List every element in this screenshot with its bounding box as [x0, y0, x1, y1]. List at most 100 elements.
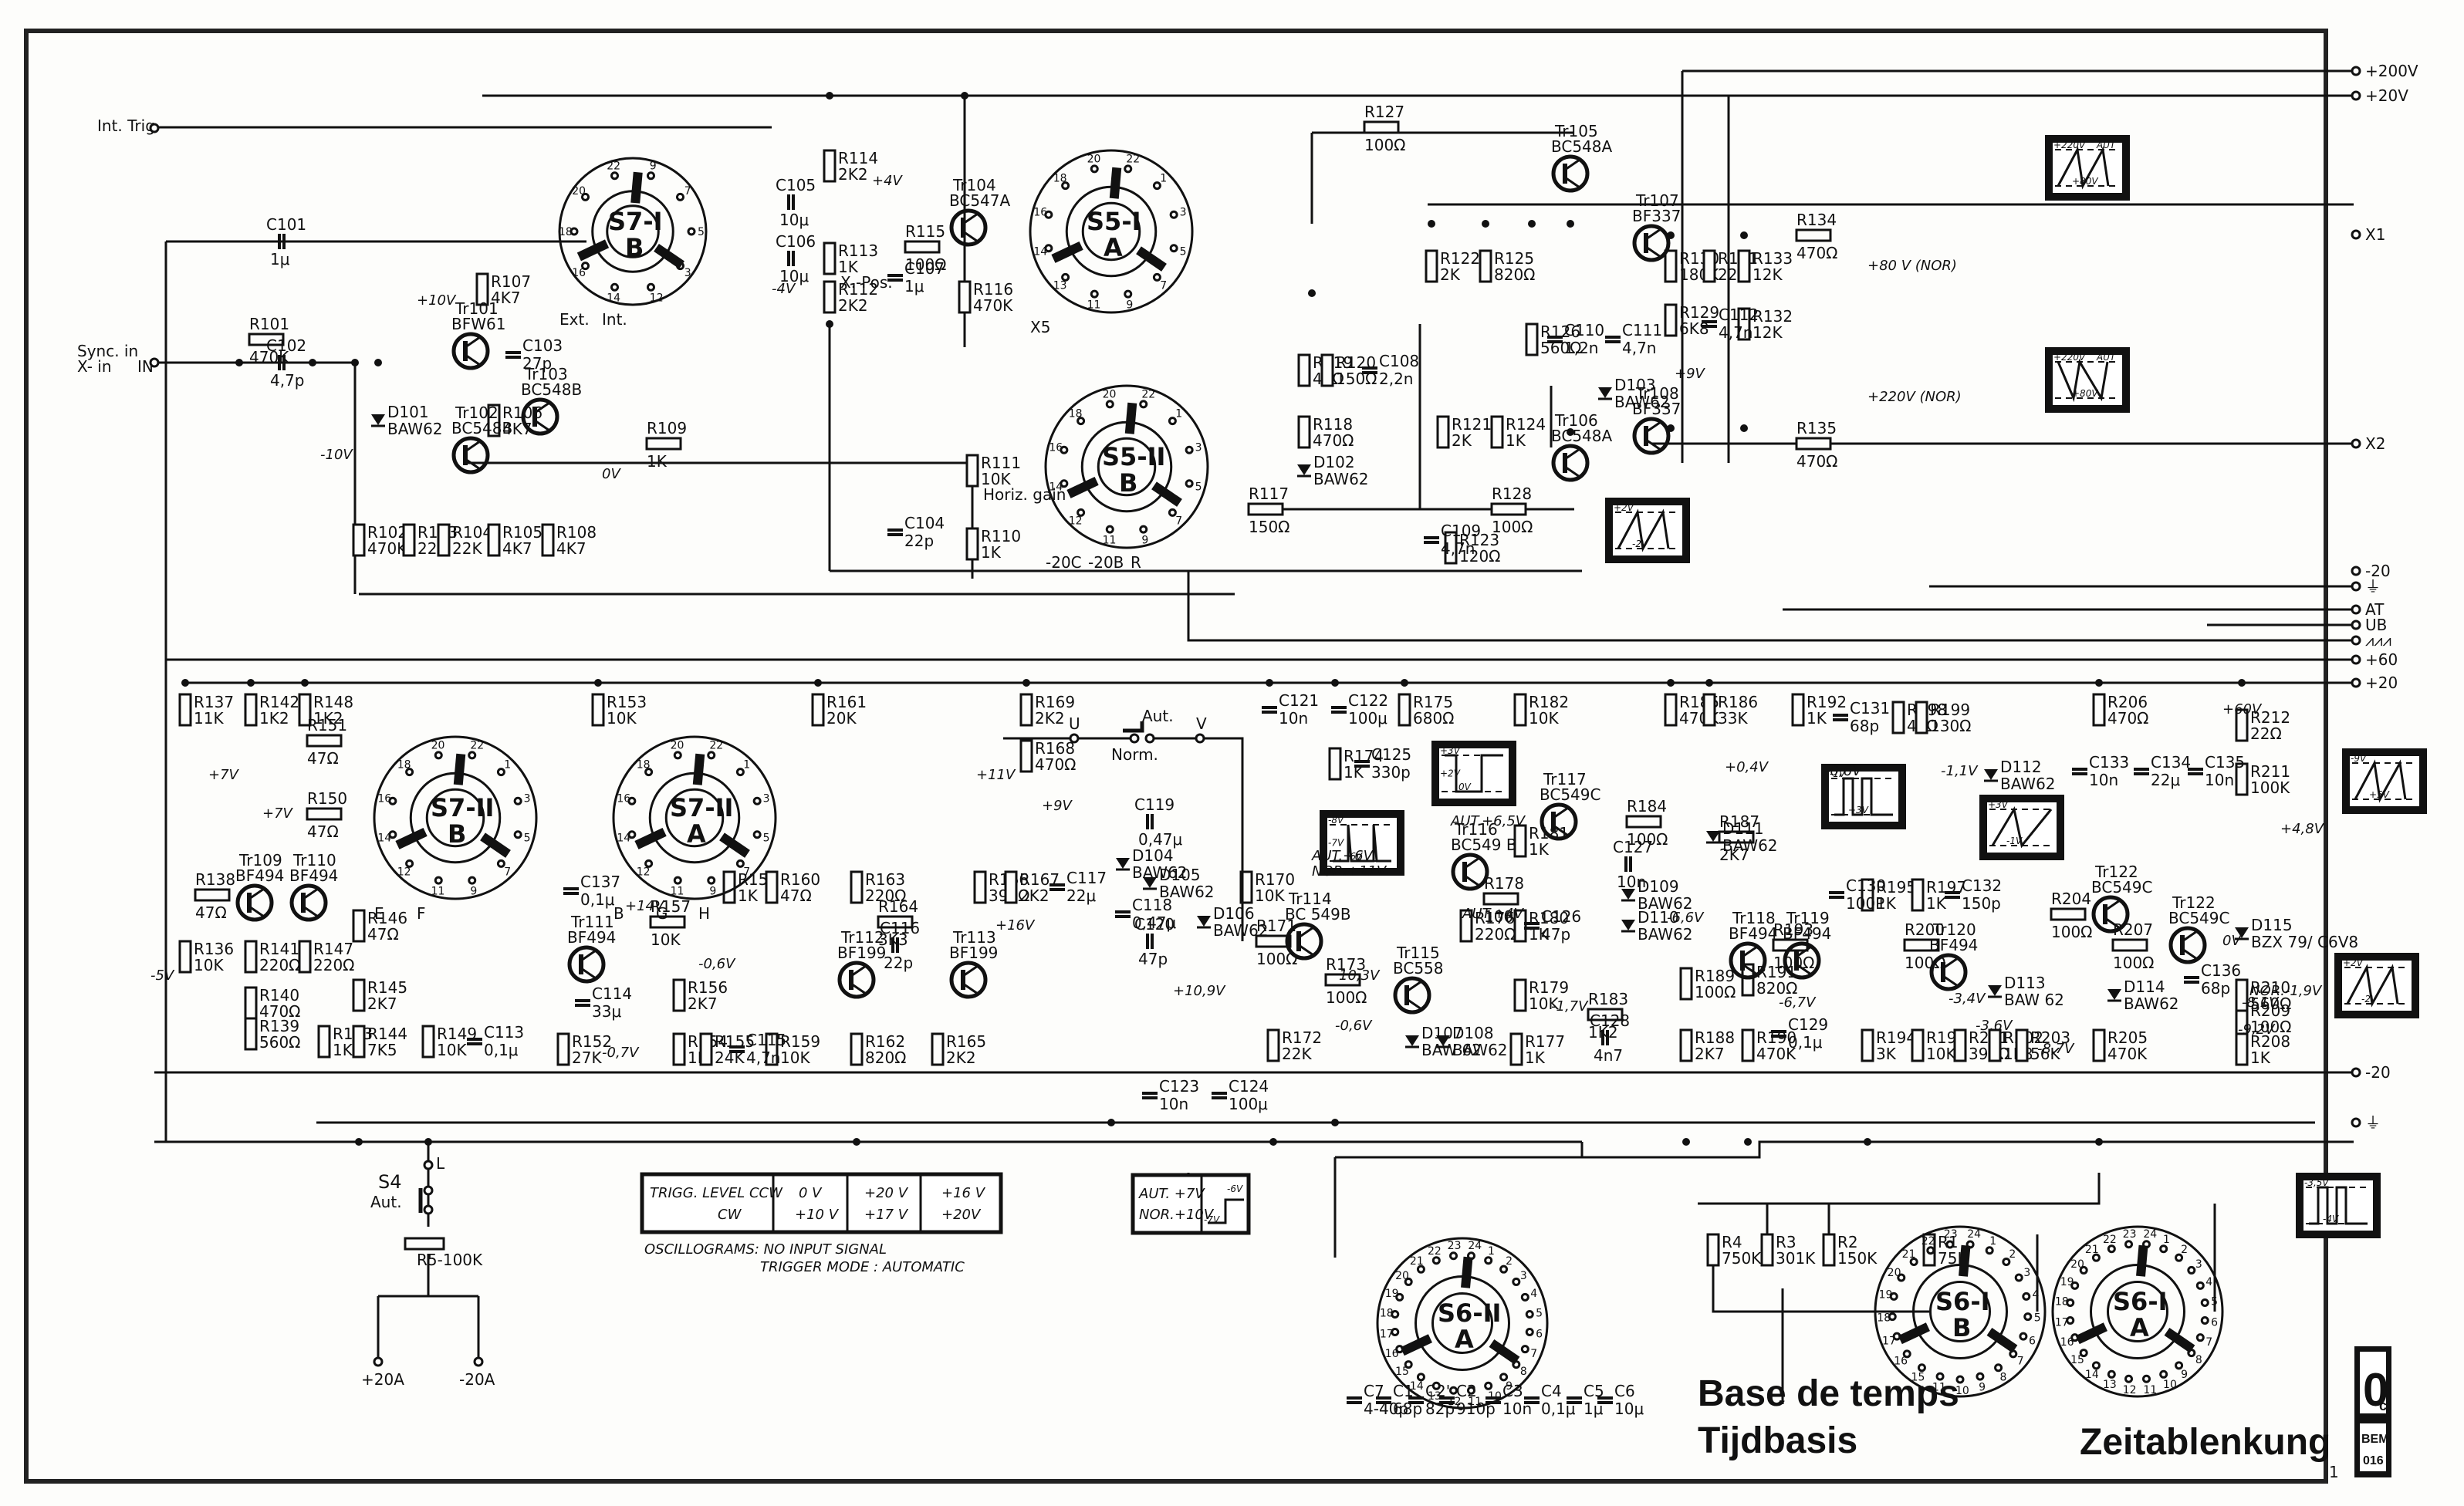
trigger-mode-switch[interactable]: Aut. Norm. U V	[1003, 707, 1244, 941]
resistor-body	[1513, 693, 1527, 727]
s4-switch[interactable]: S4 Aut. L R5-100K +20A -20A	[361, 1154, 495, 1389]
resistor-ref: R124	[1506, 415, 1546, 434]
switch-pin-label: 12	[637, 866, 651, 878]
oscillogram-sc_r210: +2V-2V	[2334, 953, 2419, 1018]
diode-type: BAW62	[1159, 883, 1215, 901]
terminal-p20[interactable]	[2351, 677, 2361, 688]
terminal-x2[interactable]	[2351, 438, 2361, 449]
resistor-body	[1625, 815, 1662, 829]
switch-pin-label: 14	[2085, 1369, 2099, 1381]
switch-pin-label: 12	[1448, 1396, 1462, 1408]
capacitor-ref: C118	[1132, 896, 1172, 914]
resistor-ref: R141	[259, 940, 299, 958]
transistor-type: BF494	[1929, 936, 1978, 954]
resistor-value: 56K	[2030, 1045, 2060, 1063]
int-trig-terminal[interactable]	[149, 123, 160, 133]
junction-dot	[1740, 231, 1748, 239]
diode-type: BAW62	[1722, 836, 1778, 855]
capacitor-value: 68p	[2201, 979, 2230, 998]
terminal-at[interactable]	[2351, 604, 2361, 615]
scope-hi-label: -1V	[1830, 768, 1846, 779]
terminal-p60[interactable]	[2351, 654, 2361, 665]
resistor-body	[823, 149, 837, 183]
transistor-type: BF494	[1729, 924, 1777, 943]
switch-contact	[1044, 244, 1053, 253]
resistor-body	[1760, 1233, 1774, 1267]
resistor-value: 1K	[333, 1041, 353, 1059]
switch-wiper	[1400, 1334, 1432, 1356]
switch-contact	[1185, 479, 1194, 488]
voltage-annotation: NOR.+11V	[1312, 863, 1387, 880]
switch-pin-label: 18	[1069, 408, 1083, 420]
terminal-saw[interactable]	[2351, 635, 2361, 646]
diode-type: BAW 62	[1421, 1041, 1482, 1059]
junction-dot	[1567, 428, 1574, 436]
switch-note: E	[374, 904, 384, 923]
resistor-value: 10K	[1926, 1045, 1956, 1063]
switch-contact	[388, 830, 397, 839]
terminal-ub[interactable]	[2351, 620, 2361, 630]
switch-contact	[1090, 289, 1099, 299]
terminal-m20a[interactable]	[2351, 566, 2361, 576]
switch-pin-label: 22	[1922, 1235, 1935, 1248]
switch-pin-label: 11	[1932, 1381, 1946, 1393]
resistor-body	[2050, 907, 2087, 921]
capacitor-ref: C113	[484, 1023, 524, 1042]
resistor-ref: R104	[452, 523, 492, 542]
diode-type: BAW 62	[2004, 991, 2064, 1009]
terminal-p20v[interactable]	[2351, 90, 2361, 101]
resistor-value: 100Ω	[2051, 923, 2092, 941]
diode-ref: D101	[387, 403, 429, 421]
terminal-gnd2[interactable]	[2351, 1117, 2361, 1128]
scope-trace	[1991, 805, 2053, 849]
terminal-p200[interactable]	[2351, 66, 2361, 76]
switch-outline	[373, 735, 538, 900]
resistor-ref: R127	[1364, 103, 1404, 121]
oscillogram-sc_bot: -3,5V-4V	[2296, 1173, 2381, 1238]
switch-wiper	[1959, 1244, 1971, 1277]
resistor-body	[1737, 249, 1751, 283]
resistor-value: 150K	[1837, 1249, 1878, 1268]
resistor-body	[1525, 322, 1539, 356]
capacitor-ref: C127	[1613, 838, 1653, 856]
switch-pin-label: 9	[1126, 299, 1133, 312]
input-terminal[interactable]	[149, 357, 160, 368]
capacitor-ref: C117	[1066, 869, 1107, 887]
switch-pin-label: 1	[504, 759, 511, 772]
switch-contact	[468, 751, 477, 760]
terminal-gnd1[interactable]	[2351, 581, 2361, 592]
switch-pin-label: 14	[1049, 481, 1063, 493]
junction-dot	[424, 1138, 432, 1146]
switch-hub	[1081, 201, 1141, 262]
terminal-x1[interactable]	[2351, 229, 2361, 240]
resistor-body	[1737, 307, 1751, 341]
resistor-ref: R121	[1452, 415, 1492, 434]
resistor-value: 1K2	[259, 709, 289, 728]
resistor-body	[1297, 353, 1311, 387]
resistor-body	[2092, 693, 2106, 727]
switch-pin-label: 3	[1520, 1270, 1527, 1282]
terminal-m20b[interactable]	[2351, 1067, 2361, 1078]
terminal-label-x1: X1	[2365, 225, 2385, 244]
minus-20a-terminal[interactable]	[473, 1356, 484, 1367]
junction-dot	[1269, 1138, 1277, 1146]
plus-20a-terminal[interactable]	[373, 1356, 384, 1367]
resistor-body	[958, 280, 972, 314]
